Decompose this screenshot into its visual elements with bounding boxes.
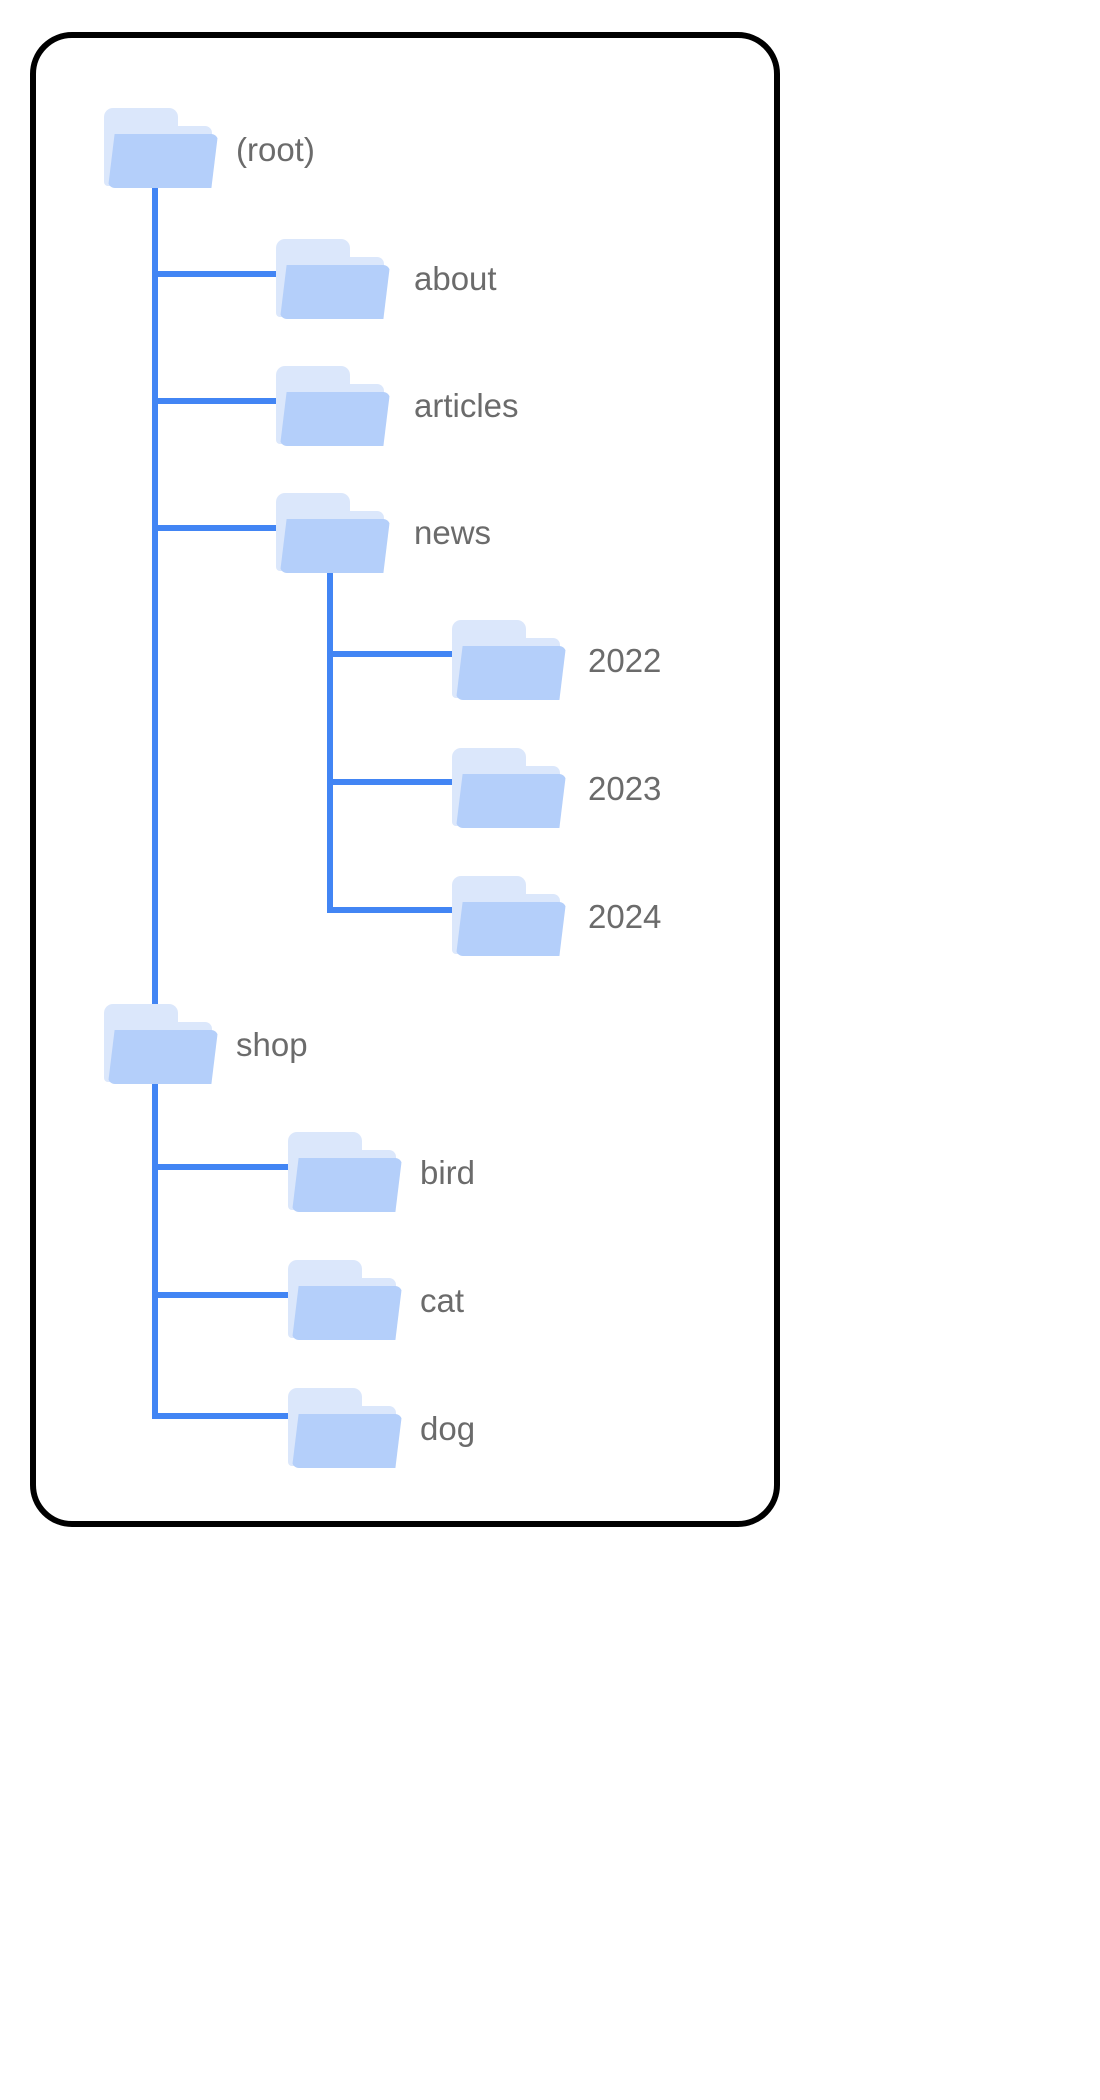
edge-root-articles <box>152 398 280 404</box>
folder-icon-shop[interactable] <box>100 996 218 1084</box>
edge-news-2023 <box>327 779 457 785</box>
node-label-news: news <box>414 514 492 551</box>
folder-icon-2024[interactable] <box>448 868 566 956</box>
edge-news-trunk <box>327 563 333 913</box>
folder-icon-2023[interactable] <box>448 740 566 828</box>
edge-root-trunk <box>152 180 158 1012</box>
edge-shop-bird <box>152 1164 292 1170</box>
node-label-cat: cat <box>420 1282 465 1319</box>
folder-icon-news[interactable] <box>272 485 390 573</box>
node-label-bird: bird <box>420 1154 476 1191</box>
folder-front-flap <box>456 774 566 828</box>
folder-icon-root[interactable] <box>100 100 218 188</box>
folder-icon-about[interactable] <box>272 231 390 319</box>
edge-shop-cat <box>152 1292 292 1298</box>
folder-front-flap <box>280 519 390 573</box>
edge-news-2022 <box>327 651 457 657</box>
edge-news-2024 <box>327 907 457 913</box>
folder-icon-cat[interactable] <box>284 1252 402 1340</box>
edge-shop-trunk <box>152 1060 158 1419</box>
folder-front-flap <box>280 265 390 319</box>
folder-front-flap <box>280 392 390 446</box>
node-label-about: about <box>414 260 497 297</box>
node-label-2024: 2024 <box>588 898 662 935</box>
folder-icon-bird[interactable] <box>284 1124 402 1212</box>
folder-front-flap <box>456 902 566 956</box>
folder-front-flap <box>292 1158 402 1212</box>
folder-front-flap <box>292 1286 402 1340</box>
edge-shop-dog <box>152 1413 292 1419</box>
folder-front-flap <box>292 1414 402 1468</box>
node-label-2023: 2023 <box>588 770 662 807</box>
node-label-dog: dog <box>420 1410 476 1447</box>
node-label-shop: shop <box>236 1026 308 1063</box>
node-label-articles: articles <box>414 387 519 424</box>
folder-front-flap <box>456 646 566 700</box>
node-label-2022: 2022 <box>588 642 662 679</box>
edge-root-about <box>152 271 280 277</box>
folder-icon-dog[interactable] <box>284 1380 402 1468</box>
folder-front-flap <box>108 1030 218 1084</box>
folder-icon-articles[interactable] <box>272 358 390 446</box>
folder-icon-2022[interactable] <box>448 612 566 700</box>
folder-front-flap <box>108 134 218 188</box>
edge-root-news <box>152 525 280 531</box>
node-label-root: (root) <box>236 131 315 168</box>
